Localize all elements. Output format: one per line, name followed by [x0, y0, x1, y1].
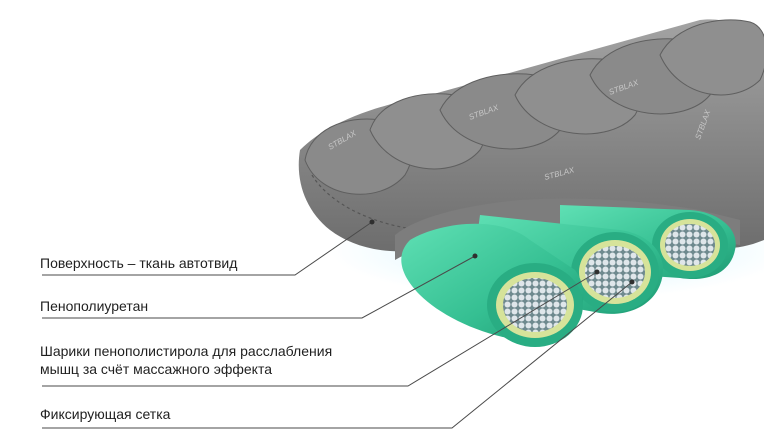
leader-mesh	[42, 281, 633, 429]
label-foam-text: Пенополиуретан	[40, 298, 149, 314]
label-mesh-text: Фиксирующая сетка	[40, 406, 171, 422]
leader-foam	[42, 255, 476, 319]
fabric-seam	[311, 174, 421, 231]
label-beads: Шарики пенополистирола для расслабления …	[40, 342, 332, 378]
label-foam: Пенополиуретан	[40, 297, 148, 315]
label-surface: Поверхность – ткань автотвид	[40, 254, 237, 272]
fabric-ridges	[304, 19, 764, 195]
leader-beads	[42, 271, 598, 387]
leader-surface	[42, 221, 373, 276]
foam-tubes	[401, 205, 736, 347]
label-surface-text: Поверхность – ткань автотвид	[40, 255, 238, 271]
label-beads-line-2: мышц за счёт массажного эффекта	[40, 361, 272, 377]
label-mesh: Фиксирующая сетка	[40, 405, 170, 423]
leader-dots	[369, 219, 635, 285]
label-beads-line-1: Шарики пенополистирола для расслабления	[40, 343, 333, 359]
leader-lines	[42, 221, 633, 429]
